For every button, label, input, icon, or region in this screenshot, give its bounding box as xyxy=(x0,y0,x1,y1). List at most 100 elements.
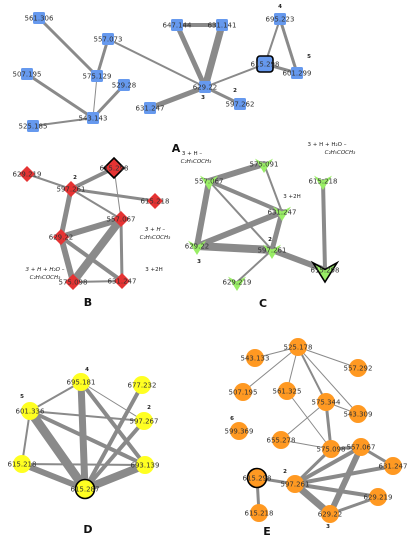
fragment-annotation: 3 +2H xyxy=(145,267,163,273)
node-label: 575.129 xyxy=(83,73,112,81)
network-node xyxy=(188,240,206,255)
network-node xyxy=(256,55,274,73)
node-number-label: 4 xyxy=(85,367,89,373)
node-number-label: 3 xyxy=(197,259,201,265)
nodes-layer xyxy=(13,12,402,523)
fragment-annotation: C₂H₅COCH₃ xyxy=(140,235,172,241)
network-node xyxy=(321,505,339,523)
node-number-label: 3 xyxy=(326,524,330,530)
network-node xyxy=(102,33,114,45)
network-node xyxy=(144,102,156,114)
network-edge xyxy=(69,187,157,203)
network-node xyxy=(369,488,387,506)
node-label: 677.232 xyxy=(128,382,157,390)
node-label: 543.309 xyxy=(344,411,373,419)
network-node xyxy=(87,112,99,124)
node-label: 693.139 xyxy=(131,462,160,470)
node-label: 615.298 xyxy=(100,165,129,173)
network-edge xyxy=(95,37,110,78)
node-label: 599.369 xyxy=(225,428,254,436)
node-label: 507.195 xyxy=(229,389,258,397)
network-edge xyxy=(70,188,122,220)
network-edge xyxy=(278,17,299,75)
node-label: 629.219 xyxy=(13,171,42,179)
node-label: 695.181 xyxy=(67,379,96,387)
network-edge xyxy=(37,16,99,78)
network-edge xyxy=(174,22,208,90)
fragment-annotation: 3 + H + H₂O – xyxy=(307,142,346,148)
network-node xyxy=(216,19,228,31)
node-label: 615.298 xyxy=(251,61,280,69)
node-label: 557.292 xyxy=(344,365,373,373)
network-edge xyxy=(286,390,332,450)
network-node xyxy=(27,120,39,132)
network-node xyxy=(74,478,96,500)
node-number-label: 4 xyxy=(278,4,282,10)
node-number-label: 3 xyxy=(201,95,205,101)
node-label: 631.247 xyxy=(136,105,165,113)
network-edge xyxy=(327,444,364,517)
fragment-annotation: C₂H₅COCH₃ xyxy=(30,275,62,281)
network-edge xyxy=(206,161,267,184)
node-label: 631.247 xyxy=(108,278,137,286)
network-edge xyxy=(321,179,327,272)
fragment-annotation: C₂H₅COCH₃ xyxy=(181,159,213,165)
node-label: 543.143 xyxy=(79,115,108,123)
node-label: 695.223 xyxy=(266,16,295,24)
fragment-annotation: 3 +2H xyxy=(283,194,301,200)
network-node xyxy=(317,393,335,411)
network-edge xyxy=(242,346,299,393)
network-edge xyxy=(80,381,145,422)
network-edge xyxy=(58,186,74,240)
network-edge xyxy=(297,346,327,403)
node-label: 631.247 xyxy=(268,209,297,217)
network-node xyxy=(314,175,332,190)
node-label: 631.141 xyxy=(208,22,237,30)
network-node xyxy=(349,405,367,423)
node-label: 629.22 xyxy=(193,84,218,92)
network-edge xyxy=(208,180,273,251)
network-edge xyxy=(194,209,285,249)
network-node xyxy=(113,211,129,227)
network-node xyxy=(384,457,402,475)
network-edge xyxy=(293,482,380,499)
node-label: 615.218 xyxy=(8,461,37,469)
network-node xyxy=(234,383,252,401)
network-node xyxy=(21,68,33,80)
node-label: 597.261 xyxy=(258,247,287,255)
node-label: 561.325 xyxy=(273,388,302,396)
node-number-label: 5 xyxy=(20,394,24,400)
fragment-annotation: 3 + H – xyxy=(182,151,202,157)
node-label: 597.267 xyxy=(130,418,159,426)
network-edge xyxy=(28,409,147,467)
node-label: 529.28 xyxy=(112,82,137,90)
network-edge xyxy=(207,179,284,214)
network-node xyxy=(246,349,264,367)
node-label: 615.218 xyxy=(309,178,338,186)
network-node xyxy=(63,181,79,197)
network-node xyxy=(278,382,296,400)
network-node xyxy=(102,156,126,180)
network-node xyxy=(199,81,211,93)
network-edge xyxy=(19,461,88,492)
network-node xyxy=(250,504,268,522)
node-label: 629.219 xyxy=(364,494,393,502)
panel-label: B xyxy=(84,296,92,309)
network-node xyxy=(19,166,35,182)
network-edge xyxy=(293,464,395,486)
node-label: 615.287 xyxy=(71,486,100,494)
network-edge xyxy=(204,63,266,88)
fragment-annotation: C₂H₅COCH₃ xyxy=(325,150,357,156)
network-node xyxy=(135,412,153,430)
network-edge xyxy=(79,380,147,467)
node-label: 647.144 xyxy=(163,22,192,30)
node-number-label: 5 xyxy=(307,54,311,60)
node-label: 575.344 xyxy=(312,399,341,407)
node-label: 575.091 xyxy=(250,161,279,169)
network-edge xyxy=(25,72,95,120)
network-node xyxy=(13,455,31,473)
network-edge xyxy=(32,117,94,127)
network-edge xyxy=(201,21,226,91)
fragment-annotation: 3 + H – xyxy=(145,227,165,233)
